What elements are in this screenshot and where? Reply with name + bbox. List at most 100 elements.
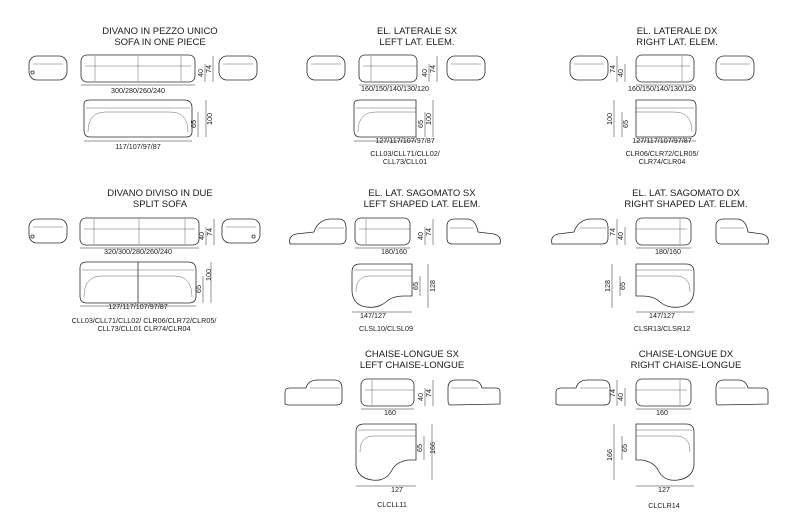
back-height: 74 bbox=[428, 65, 437, 73]
module-title-en: LEFT CHAISE-LONGUE bbox=[360, 360, 464, 371]
front-view bbox=[635, 217, 692, 246]
seat-depth: 65 bbox=[415, 444, 424, 452]
side-view-right bbox=[715, 379, 769, 406]
top-view bbox=[79, 261, 197, 304]
module-title-en: RIGHT LAT. ELEM. bbox=[636, 37, 717, 48]
side-view-left bbox=[284, 379, 343, 406]
module-left-chaise-longue: CHAISE-LONGUE SX LEFT CHAISE-LONGUE 160 … bbox=[284, 349, 501, 509]
module-title-it: DIVANO IN PEZZO UNICO bbox=[102, 26, 217, 37]
width-dimension: 300/280/260/240 bbox=[111, 86, 165, 95]
front-view bbox=[80, 54, 196, 83]
total-depth: 128 bbox=[428, 280, 437, 292]
product-codes: CLL73/CLL01 CLR74/CLR04 bbox=[97, 324, 190, 333]
product-codes: CLCLL11 bbox=[377, 500, 407, 509]
product-codes: CLR06/CLR72/CLR05/ bbox=[625, 149, 698, 158]
top-view bbox=[83, 99, 193, 138]
module-title-it: EL. LATERALE SX bbox=[377, 26, 458, 37]
product-codes: CLSL10/CLSL09 bbox=[359, 324, 413, 333]
total-depth: 166 bbox=[428, 442, 437, 454]
depth-dimension: 127/117/107/97/87 bbox=[108, 302, 167, 311]
width-dimension: 180/160 bbox=[381, 247, 407, 256]
seat-height: 74 bbox=[608, 228, 617, 236]
module-title-en: SOFA IN ONE PIECE bbox=[114, 37, 205, 48]
module-title-en: LEFT SHAPED LAT. ELEM. bbox=[364, 199, 481, 210]
module-sofa-one-piece: DIVANO IN PEZZO UNICO SOFA IN ONE PIECE … bbox=[28, 26, 258, 151]
product-codes: CLL03/CLL71/CLL02/ bbox=[370, 149, 440, 158]
width-dimension: 180/160 bbox=[655, 247, 681, 256]
seat-height: 40 bbox=[416, 393, 425, 401]
depth-dimension: 127 bbox=[391, 485, 403, 494]
module-title-it: EL. LATERALE DX bbox=[637, 26, 718, 37]
module-right-lateral-element: EL. LATERALE DX RIGHT LAT. ELEM. 74 40 1… bbox=[569, 26, 755, 166]
width-dimension: 160/150/140/130/120 bbox=[361, 84, 429, 93]
front-view bbox=[358, 54, 418, 83]
module-title-en: LEFT LAT. ELEM. bbox=[379, 37, 454, 48]
width-dimension: 160 bbox=[384, 408, 396, 417]
module-split-sofa: DIVANO DIVISO IN DUE SPLIT SOFA 320/300/… bbox=[28, 188, 261, 333]
top-view bbox=[635, 99, 697, 138]
product-codes: CLSR13/CLSR12 bbox=[634, 324, 690, 333]
product-codes: CLL03/CLL71/CLL02/ CLR06/CLR72/CLR05/ bbox=[72, 316, 217, 325]
side-view-left bbox=[555, 379, 611, 406]
seat-depth: 65 bbox=[618, 282, 627, 290]
side-view-right bbox=[715, 55, 755, 81]
total-depth: 166 bbox=[605, 449, 614, 461]
depth-dimension: 127/117/107/97/87 bbox=[375, 136, 434, 145]
width-dimension: 160/150/140/130/120 bbox=[628, 84, 696, 93]
back-height: 74 bbox=[204, 65, 213, 73]
seat-height: 40 bbox=[196, 69, 205, 77]
module-title-it: CHAISE-LONGUE SX bbox=[365, 349, 460, 360]
side-view-left bbox=[28, 218, 68, 244]
seat-depth: 65 bbox=[620, 444, 629, 452]
top-view bbox=[351, 263, 413, 308]
total-depth: 100 bbox=[205, 113, 214, 125]
side-view-right bbox=[221, 218, 261, 244]
depth-dimension: 127/117/107/97/87 bbox=[632, 136, 691, 145]
depth-dimension: 147/127 bbox=[649, 311, 675, 320]
module-title-it: DIVANO DIVISO IN DUE bbox=[107, 188, 212, 199]
front-view bbox=[79, 217, 200, 246]
side-view-left bbox=[28, 55, 68, 81]
back-height: 40 bbox=[616, 232, 625, 240]
top-view bbox=[635, 423, 695, 481]
back-height: 40 bbox=[616, 69, 625, 77]
seat-depth: 65 bbox=[189, 120, 198, 128]
top-view bbox=[635, 263, 695, 308]
width-dimension: 320/300/280/260/240 bbox=[104, 247, 172, 256]
side-view-left bbox=[306, 55, 346, 81]
front-view bbox=[360, 378, 415, 407]
side-view-left bbox=[289, 218, 347, 245]
total-depth: 100 bbox=[424, 113, 433, 125]
seat-height: 40 bbox=[420, 69, 429, 77]
back-height: 74 bbox=[424, 228, 433, 236]
product-codes: CLR74/CLR04 bbox=[639, 157, 686, 166]
module-title-it: EL. LAT. SAGOMATO SX bbox=[368, 188, 476, 199]
product-codes: CLCLR14 bbox=[648, 501, 680, 510]
seat-depth: 65 bbox=[621, 120, 630, 128]
module-right-shaped-lateral-element: EL. LAT. SAGOMATO DX RIGHT SHAPED LAT. E… bbox=[551, 188, 769, 333]
seat-height: 40 bbox=[416, 232, 425, 240]
front-view bbox=[354, 217, 411, 246]
seat-height: 74 bbox=[608, 389, 617, 397]
top-view bbox=[355, 423, 417, 481]
back-height: 40 bbox=[616, 393, 625, 401]
side-view-right bbox=[446, 55, 486, 81]
total-depth: 100 bbox=[204, 269, 213, 281]
module-title-it: EL. LAT. SAGOMATO DX bbox=[632, 188, 740, 199]
module-left-shaped-lateral-element: EL. LAT. SAGOMATO SX LEFT SHAPED LAT. EL… bbox=[289, 188, 501, 333]
top-view bbox=[353, 99, 417, 138]
total-depth: 100 bbox=[605, 113, 614, 125]
seat-height: 74 bbox=[608, 65, 617, 73]
module-title-it: CHAISE-LONGUE DX bbox=[639, 349, 734, 360]
front-view bbox=[635, 54, 695, 83]
total-depth: 128 bbox=[603, 280, 612, 292]
seat-depth: 65 bbox=[411, 282, 420, 290]
side-view-right bbox=[446, 218, 501, 245]
back-height: 74 bbox=[424, 389, 433, 397]
side-view-left bbox=[551, 218, 609, 245]
module-title-en: SPLIT SOFA bbox=[133, 199, 188, 210]
module-right-chaise-longue: CHAISE-LONGUE DX RIGHT CHAISE-LONGUE 74 … bbox=[555, 349, 769, 510]
module-title-en: RIGHT CHAISE-LONGUE bbox=[631, 360, 742, 371]
side-view-right bbox=[447, 379, 501, 406]
